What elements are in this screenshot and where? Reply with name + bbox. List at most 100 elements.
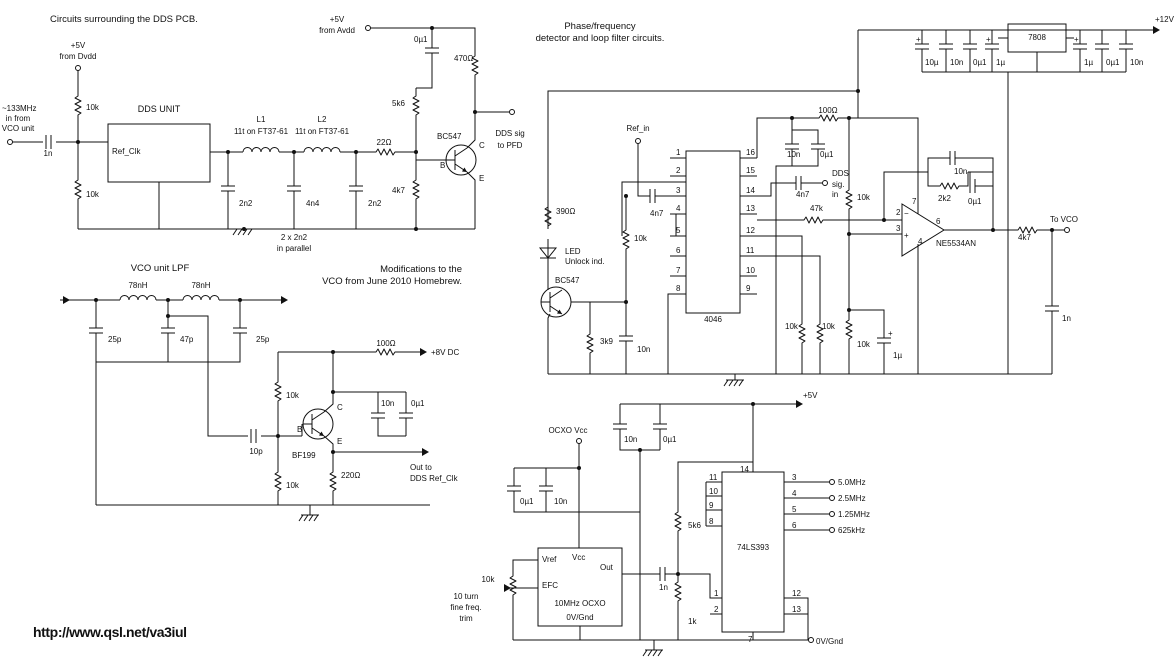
pfd-cap-3: 1µ — [996, 58, 1005, 67]
trim-label-3: trim — [459, 614, 473, 623]
l1-label: L1 — [257, 115, 266, 124]
ic4046-pin-right: 16 — [746, 148, 755, 157]
led-icon — [538, 247, 558, 282]
div-v5-label: +5V — [803, 391, 818, 400]
title-mod-1: Modifications to the — [380, 264, 462, 275]
fb-c01-value: 0µ1 — [968, 197, 982, 206]
pfd-transistor-label: BC547 — [555, 276, 580, 285]
pfd-r390-value: 390Ω — [556, 207, 575, 216]
divider-output-label: 1.25MHz — [838, 510, 870, 519]
opamp — [901, 203, 945, 257]
pfd-r10k-in-value: 10k — [634, 234, 648, 243]
ic393-pin-left: 10 — [709, 487, 718, 496]
dds-input-label-3: VCO unit — [2, 124, 35, 133]
ic-4046-label: 4046 — [704, 315, 722, 324]
ocxo-label: 10MHz OCXO — [554, 599, 605, 608]
ic393-pin-right: 5 — [792, 505, 797, 514]
title-dds: Circuits surrounding the DDS PCB. — [50, 14, 198, 25]
ocxo-vcc-label: OCXO Vcc — [548, 426, 587, 435]
title-pfd-1: Phase/frequency — [564, 21, 636, 32]
op-pin3: 3 — [896, 224, 901, 233]
dds-out-label-2: to PFD — [498, 141, 523, 150]
svg-text:+: + — [904, 231, 909, 240]
v8-label: +8V DC — [431, 348, 459, 357]
dds-c2-value: 4n4 — [306, 199, 320, 208]
pfd-dds-label-3: in — [832, 190, 838, 199]
lpf-out-label-1: Out to — [410, 463, 432, 472]
pfd-r10k-b-value: 10k — [857, 193, 871, 202]
op-pin6: 6 — [936, 217, 941, 226]
ic4046-pin-left: 6 — [676, 246, 681, 255]
title-pfd-2: detector and loop filter circuits. — [536, 33, 665, 44]
ic4046-pin-right: 13 — [746, 204, 755, 213]
dds-b: B — [440, 161, 445, 170]
lpf-r100-value: 100Ω — [376, 339, 395, 348]
ic393-pin-left: 9 — [709, 501, 714, 510]
ic4046-pin-left: 8 — [676, 284, 681, 293]
pfd-cap-0: 10µ — [925, 58, 939, 67]
title-lpf: VCO unit LPF — [131, 263, 190, 274]
title-mod-2: VCO from June 2010 Homebrew. — [322, 276, 462, 287]
pfd-cap-6: 10n — [1130, 58, 1143, 67]
dds-refclk-label: Ref_Clk — [112, 147, 141, 156]
ic393-pin-right: 3 — [792, 473, 797, 482]
ref-in-label: Ref_in — [626, 124, 649, 133]
lpf-c3-value: 25p — [256, 335, 270, 344]
dds-r-bot-value: 10k — [86, 190, 100, 199]
dds-c3-value: 2n2 — [368, 199, 382, 208]
lpf-l2-value: 78nH — [191, 281, 210, 290]
fb-c10n-value: 10n — [954, 167, 967, 176]
dds-c-in-value: 1n — [44, 149, 53, 158]
ocxo-vref: Vref — [542, 555, 557, 564]
ic-4046 — [685, 150, 741, 314]
dds-r-top-value: 10k — [86, 103, 100, 112]
bc547-transistor — [445, 144, 477, 176]
ic4046-pin-left: 5 — [676, 226, 681, 235]
pfd-c10n-b-value: 10n — [637, 345, 650, 354]
dds-input-terminal — [7, 139, 13, 145]
fb-r2k2-value: 2k2 — [938, 194, 951, 203]
pfd-r10k-c-value: 10k — [785, 322, 799, 331]
div-c10nb-value: 10n — [554, 497, 567, 506]
svg-text:+: + — [986, 35, 991, 44]
pfd-r47k-value: 47k — [810, 204, 824, 213]
lpf-out-label-2: DDS Ref_Clk — [410, 474, 459, 483]
lpf-c10n-value: 10n — [381, 399, 394, 408]
dds-out-label-1: DDS sig — [495, 129, 524, 138]
r5k6-value: 5k6 — [392, 99, 405, 108]
lpf-b: B — [297, 425, 302, 434]
pfd-cap-2: 0µ1 — [973, 58, 987, 67]
l2-value: 11t on FT37-61 — [295, 127, 350, 136]
ic-74ls393-label: 74LS393 — [737, 543, 770, 552]
pfd-bc547-transistor — [540, 286, 572, 318]
v12-label: +12V — [1155, 15, 1174, 24]
opamp-label: NE5534AN — [936, 239, 976, 248]
avdd-label-2: from Avdd — [319, 26, 355, 35]
lpf-c: C — [337, 403, 343, 412]
trim-label-2: fine freq. — [450, 603, 481, 612]
ic4046-pin-left: 1 — [676, 148, 681, 157]
ic4046-pin-right: 10 — [746, 266, 755, 275]
ocxo-gnd-pin: 0V/Gnd — [566, 613, 593, 622]
pfd-c4n7a-value: 4n7 — [650, 209, 664, 218]
ic4046-pin-left: 4 — [676, 204, 681, 213]
pfd-c4n7b-value: 4n7 — [796, 190, 810, 199]
lpf-r10k-a-value: 10k — [286, 391, 300, 400]
parallel-note-1: 2 x 2n2 — [281, 233, 308, 242]
div-r1k-value: 1k — [688, 617, 697, 626]
pfd-r10k-e-value: 10k — [857, 340, 871, 349]
parallel-note-2: in parallel — [277, 244, 311, 253]
pfd-dds-label-1: DDS — [832, 169, 849, 178]
div-pin7: 7 — [748, 635, 753, 644]
dvdd-label-2: from Dvdd — [60, 52, 97, 61]
div-c01-value: 0µ1 — [663, 435, 677, 444]
divider-output-label: 5.0MHz — [838, 478, 866, 487]
lpf-l1-value: 78nH — [128, 281, 147, 290]
dds-c1-value: 2n2 — [239, 199, 253, 208]
pfd-c1n-value: 1n — [1062, 314, 1071, 323]
l1-value: 11t on FT37-61 — [234, 127, 289, 136]
lpf-r220-value: 220Ω — [341, 471, 360, 480]
ocxo-vcc: Vcc — [572, 553, 585, 562]
ic4046-pin-right: 9 — [746, 284, 751, 293]
